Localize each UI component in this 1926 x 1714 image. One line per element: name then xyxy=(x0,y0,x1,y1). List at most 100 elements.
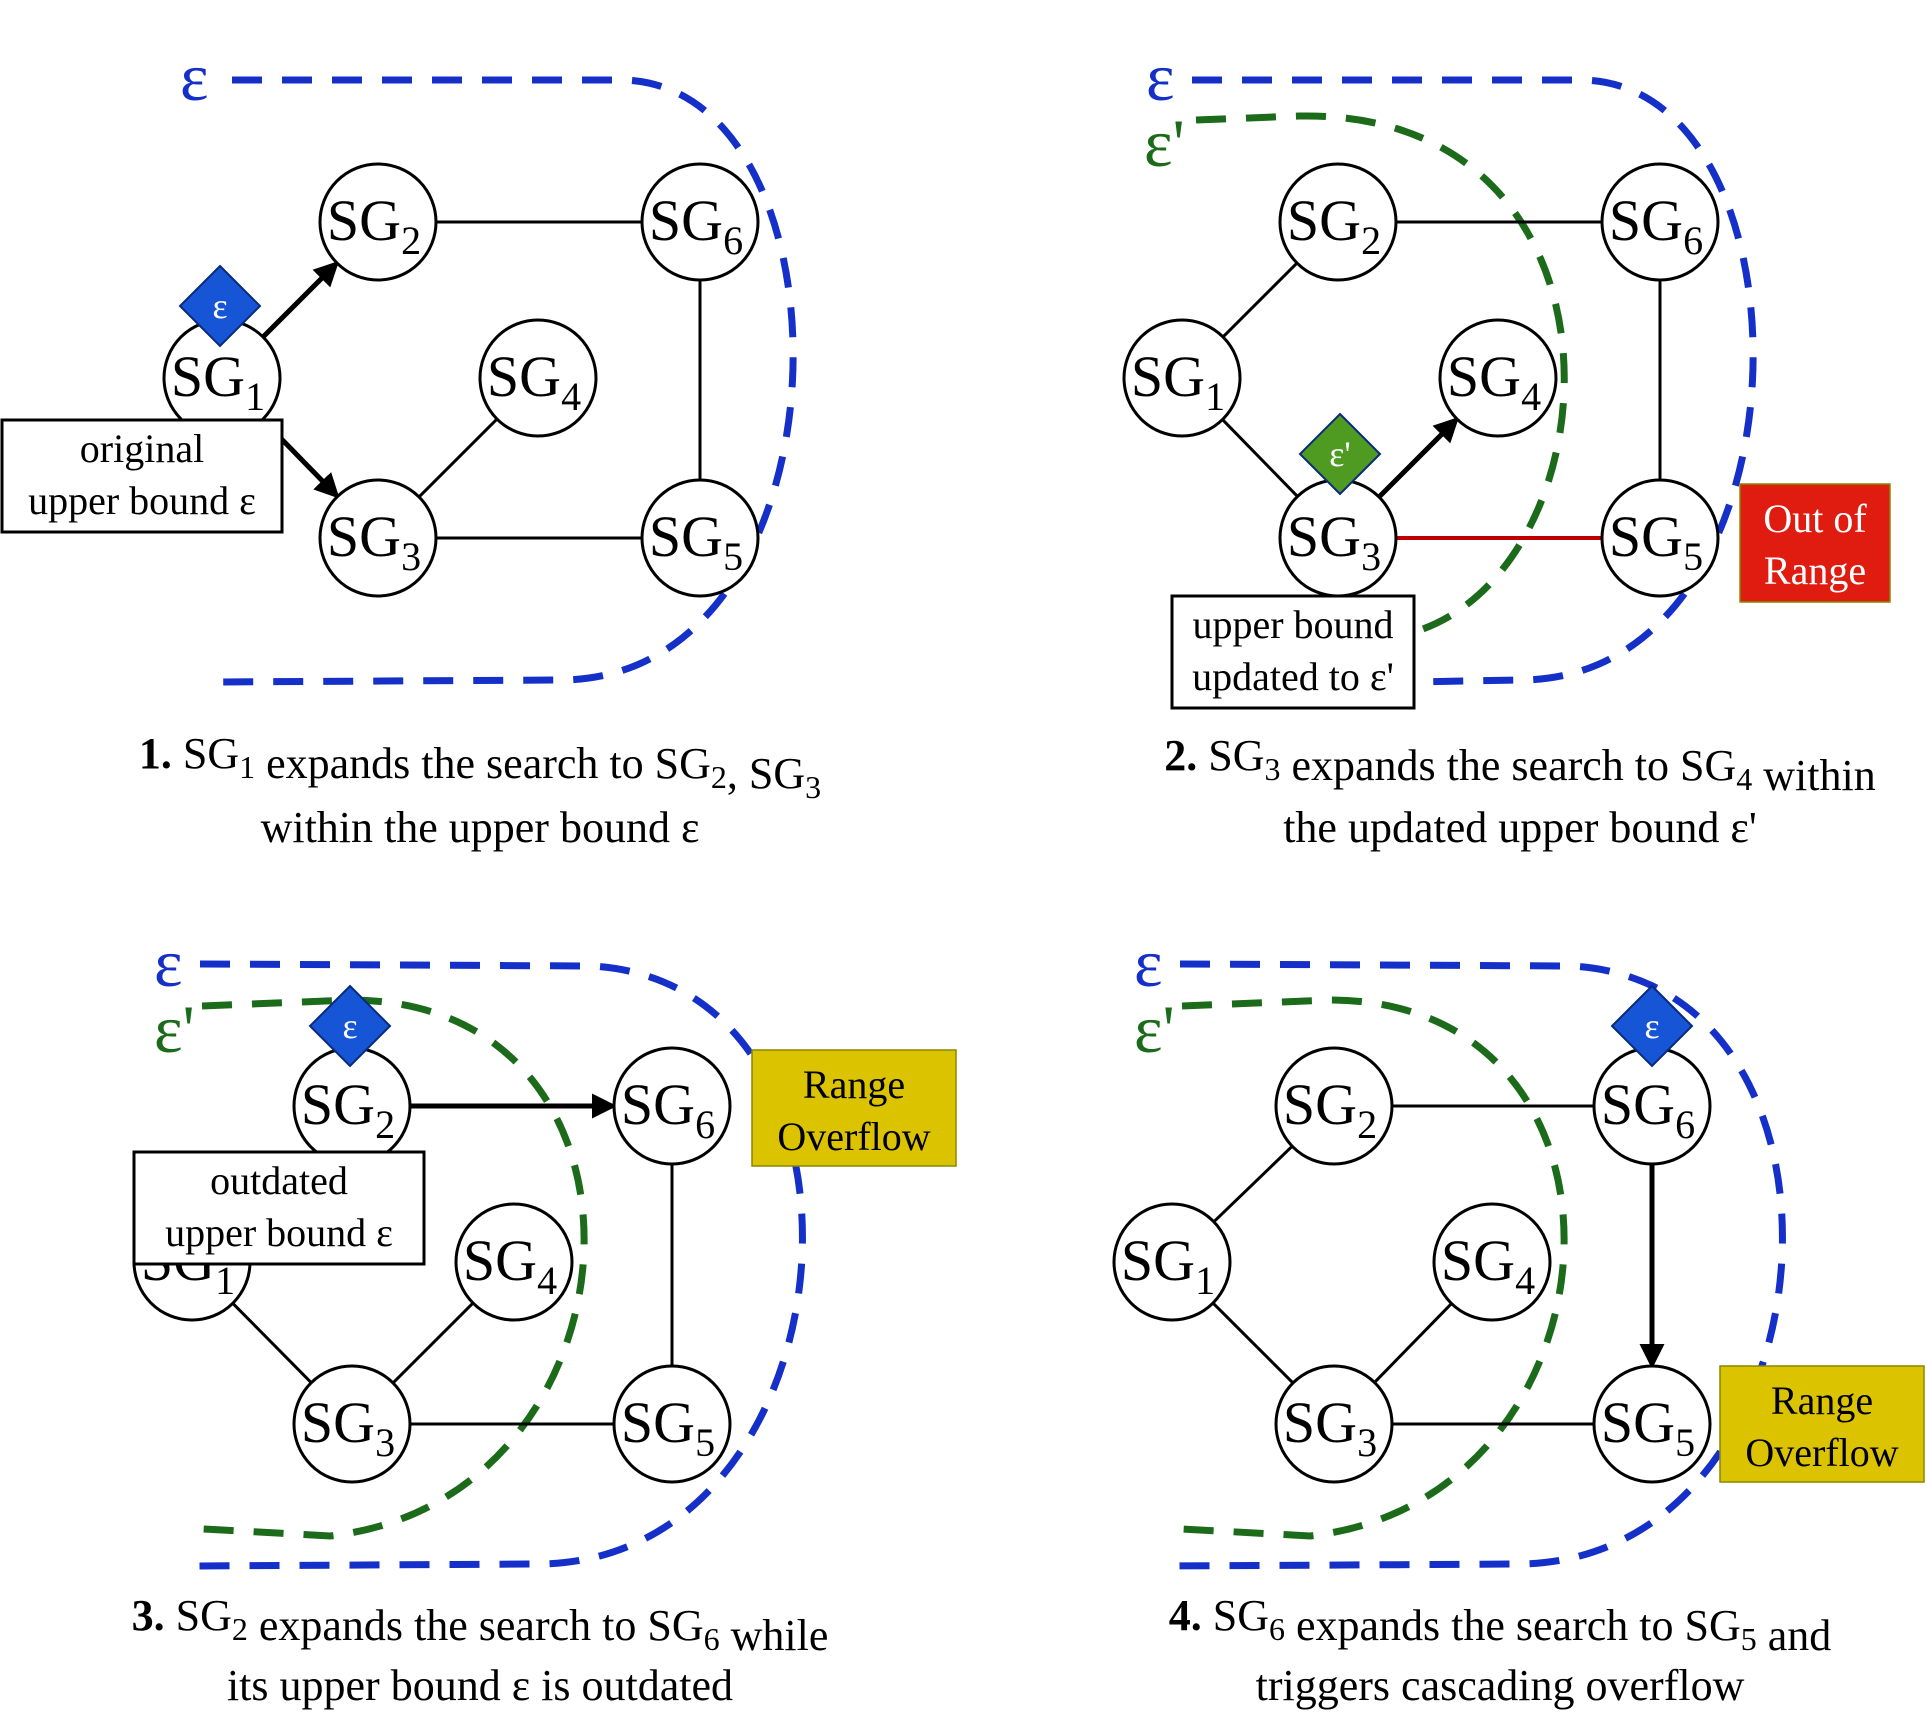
node-sg4: SG4 xyxy=(1432,1202,1552,1322)
badge-label: ε' xyxy=(1329,434,1351,474)
epsilon-badge: ε xyxy=(308,984,392,1068)
node-label: SG6 xyxy=(1609,188,1703,263)
node-label: SG6 xyxy=(1601,1072,1695,1147)
node-circle xyxy=(1438,318,1558,438)
node-label: SG4 xyxy=(463,1228,557,1303)
caption-line-2: the updated upper bound ε' xyxy=(1283,803,1757,852)
caption-line-1: 2. SG3 expands the search to SG4 within xyxy=(1164,731,1875,800)
node-circle xyxy=(1592,1364,1712,1484)
caption-line-1: 4. SG6 expands the search to SG5 and xyxy=(1169,1591,1832,1660)
epsilon-label: ε xyxy=(154,925,183,1001)
node-label: SG5 xyxy=(621,1390,715,1465)
node-label: SG2 xyxy=(301,1072,395,1147)
node-circle xyxy=(640,478,760,598)
node-circle xyxy=(454,1202,574,1322)
node-sg3: SG3 xyxy=(292,1364,412,1484)
epsilon-bound-curve xyxy=(215,76,797,686)
edge-sg3-sg4 xyxy=(1373,1302,1453,1384)
panel-3: εε'SG1SG2SG3SG4SG5SG6εoutdatedupper boun… xyxy=(132,925,957,1710)
node-circle xyxy=(1122,318,1242,438)
node-label: SG4 xyxy=(1441,1228,1535,1303)
epsilon-label: ε xyxy=(180,39,209,115)
node-label: SG5 xyxy=(649,504,743,579)
node-circle xyxy=(1432,1202,1552,1322)
node-sg2: SG2 xyxy=(292,1046,412,1166)
edge-sg1-sg3 xyxy=(1221,418,1299,498)
node-sg5: SG5 xyxy=(612,1364,732,1484)
note-line: upper bound xyxy=(1192,602,1393,647)
epsilon-bound-curve xyxy=(1167,960,1786,1570)
note-rect xyxy=(132,1150,426,1266)
node-label: SG6 xyxy=(621,1072,715,1147)
node-label: SG2 xyxy=(1283,1072,1377,1147)
caption-line-1: 1. SG1 expands the search to SG2, SG3 xyxy=(139,729,821,805)
badge-diamond xyxy=(1298,412,1382,496)
node-circle xyxy=(1278,162,1398,282)
note-line: upper bound ε xyxy=(28,478,256,523)
badge-label: ε xyxy=(212,286,227,326)
node-circle xyxy=(318,478,438,598)
range-overflow-flag-line: Overflow xyxy=(777,1114,930,1159)
node-sg3: SG3 xyxy=(1274,1364,1394,1484)
range-overflow-flag-rect xyxy=(1719,1365,1925,1483)
node-label: SG2 xyxy=(327,188,421,263)
node-circle xyxy=(1274,1364,1394,1484)
node-label: SG3 xyxy=(1287,504,1381,579)
node-sg6: SG6 xyxy=(612,1046,732,1166)
note-line: original xyxy=(80,426,204,471)
node-label: SG5 xyxy=(1609,504,1703,579)
node-sg6: SG6 xyxy=(1600,162,1720,282)
node-sg5: SG5 xyxy=(640,478,760,598)
caption-line-1: 3. SG2 expands the search to SG6 while xyxy=(132,1591,829,1660)
node-sg4: SG4 xyxy=(454,1202,574,1322)
epsilon-prime-bound-curve xyxy=(185,996,588,1540)
node-circle xyxy=(1600,478,1720,598)
out-of-range-flag-line: Out of xyxy=(1763,496,1867,541)
note-line: upper bound ε xyxy=(165,1210,393,1255)
edge-sg1-sg3 xyxy=(231,1302,313,1384)
badge-diamond xyxy=(308,984,392,1068)
epsilon-badge: ε' xyxy=(1298,412,1382,496)
node-label: SG1 xyxy=(171,344,265,419)
note-line: updated to ε' xyxy=(1192,654,1394,699)
epsilon-prime-bound-curve xyxy=(1163,996,1568,1540)
node-circle xyxy=(1112,1202,1232,1322)
epsilon-prime-label: ε' xyxy=(1134,991,1175,1067)
edge-sg1-sg2 xyxy=(1212,1145,1294,1223)
node-sg6: SG6 xyxy=(640,162,760,282)
node-label: SG1 xyxy=(1131,344,1225,419)
node-circle xyxy=(478,318,598,438)
node-label: SG5 xyxy=(1601,1390,1695,1465)
node-sg2: SG2 xyxy=(1278,162,1398,282)
node-sg1: SG1 xyxy=(1122,318,1242,438)
arrow-sg3-sg4 xyxy=(1377,416,1460,499)
note-rect xyxy=(1170,594,1416,710)
node-sg6: SG6 xyxy=(1592,1046,1712,1166)
node-label: SG6 xyxy=(649,188,743,263)
node-sg4: SG4 xyxy=(1438,318,1558,438)
edge-sg1-sg2 xyxy=(1221,261,1299,339)
out-of-range-flag-rect xyxy=(1739,483,1891,603)
node-sg5: SG5 xyxy=(1600,478,1720,598)
range-overflow-flag-line: Range xyxy=(803,1062,905,1107)
epsilon-prime-label: ε' xyxy=(154,991,195,1067)
arrow-sg1-sg2 xyxy=(261,260,340,339)
note-rect xyxy=(0,418,284,534)
edge-sg3-sg4 xyxy=(391,1301,475,1385)
node-circle xyxy=(640,162,760,282)
badge-diamond xyxy=(1610,984,1694,1068)
node-label: SG2 xyxy=(1287,188,1381,263)
node-label: SG3 xyxy=(301,1390,395,1465)
badge-label: ε xyxy=(342,1006,357,1046)
range-overflow-flag-line: Range xyxy=(1771,1378,1873,1423)
node-circle xyxy=(1600,162,1720,282)
caption-line-2: within the upper bound ε xyxy=(261,803,700,852)
node-circle xyxy=(612,1046,732,1166)
